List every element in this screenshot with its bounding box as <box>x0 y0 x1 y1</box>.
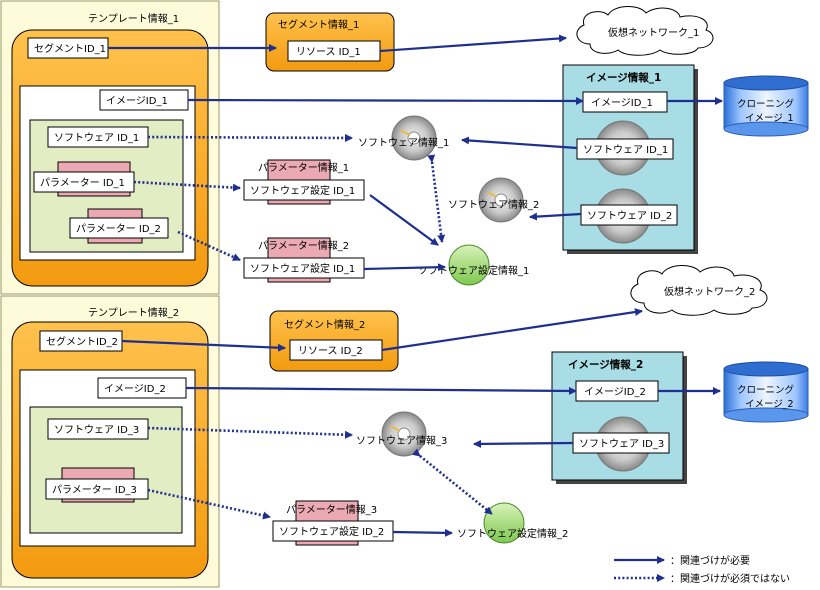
software-id-box <box>576 138 674 160</box>
template-info-2: テンプレート情報_2 セグメントID_2 イメージID_2 ソフトウェア ID_… <box>0 295 220 588</box>
link-software-info-1 <box>461 136 578 150</box>
software-id-label: ソフトウェア ID_1 <box>54 132 139 144</box>
image-id-label: イメージID_1 <box>106 96 168 107</box>
link-param-2 <box>177 230 241 262</box>
template-title: テンプレート情報_1 <box>88 12 179 25</box>
cylinder-bottom <box>723 121 809 137</box>
cloud-shape <box>630 265 768 316</box>
segment-info-1: セグメント情報_1 リソース ID_1 <box>265 12 395 72</box>
software-info-2: ソフトウェア情報_2 <box>448 177 539 223</box>
software-info-label: ソフトウェア情報_1 <box>358 136 449 149</box>
link-image-1 <box>187 96 584 105</box>
software-setting-info-1: ソフトウェア設定情報_1 <box>418 244 529 286</box>
cloning-label-line1: クローニング <box>737 384 795 396</box>
legend-optional-label: ：関連づけが必須ではない <box>670 572 790 585</box>
software-info-label: ソフトウェア情報_2 <box>448 198 539 211</box>
cloning-label-line2: イメージ_1 <box>745 113 794 124</box>
legend: ：関連づけが必要 ：関連づけが必須ではない <box>614 554 790 585</box>
link-image-2 <box>185 386 577 395</box>
param-info-title: パラメーター情報_1 <box>258 161 349 174</box>
param-info-title: パラメーター情報_2 <box>258 239 349 252</box>
cd-disc-icon <box>478 177 524 223</box>
cd-disc-icon <box>381 411 427 457</box>
optional-links <box>133 133 493 520</box>
setting-id-label: ソフトウェア設定 ID_2 <box>279 525 384 538</box>
software-id-label: ソフトウェア ID_3 <box>54 424 139 436</box>
virtual-network-1: 仮想ネットワーク_1 <box>576 6 714 56</box>
setting-id-label: ソフトウェア設定 ID_1 <box>250 184 355 197</box>
cloning-label-line2: イメージ_2 <box>745 399 794 410</box>
legend-required-label: ：関連づけが必要 <box>670 554 750 567</box>
cloning-image-1: クローニング イメージ_1 <box>723 75 809 137</box>
cloning-image-2: クローニング イメージ_2 <box>723 361 809 423</box>
image-id-label: イメージID_2 <box>584 387 646 398</box>
software-id-label: ソフトウェア ID_3 <box>579 438 664 450</box>
param-info-3: パラメーター情報_3 ソフトウェア設定 ID_2 <box>272 500 394 546</box>
segment-info-title: セグメント情報_1 <box>278 18 359 31</box>
link-setting-2 <box>392 528 453 537</box>
cylinder-top <box>723 75 809 91</box>
link-software-1 <box>147 133 353 142</box>
link-network-1 <box>379 34 567 53</box>
virtual-network-2: 仮想ネットワーク_2 <box>630 265 768 316</box>
cloud-shape <box>576 6 714 56</box>
software-info-1: ソフトウェア情報_1 <box>358 115 449 161</box>
image-info-1: イメージ情報_1 イメージID_1 ソフトウェア ID_1 ソフトウェア ID_… <box>562 64 698 254</box>
segment-id-label: セグメントID_1 <box>34 42 106 55</box>
link-segment-2 <box>121 339 286 352</box>
link-param-1 <box>133 180 241 192</box>
image-info-title: イメージ情報_2 <box>568 358 643 371</box>
setting-circle <box>483 502 525 544</box>
resource-id-label: リソース ID_1 <box>296 47 361 58</box>
cylinder-top <box>723 361 809 377</box>
setting-id-box <box>243 179 365 201</box>
software-setting-info-2: ソフトウェア設定情報_2 <box>457 502 568 544</box>
link-network-2 <box>381 308 643 352</box>
image-id-label: イメージID_2 <box>104 384 166 395</box>
cloning-label-line1: クローニング <box>737 98 795 110</box>
setting-info-label: ソフトウェア設定情報_2 <box>457 527 568 540</box>
software-info-3: ソフトウェア情報_3 <box>356 411 447 457</box>
link-setting-1a <box>369 194 439 246</box>
link-software-info-3 <box>473 439 574 448</box>
param-id-box <box>69 217 169 239</box>
param-id-label: パラメーター ID_1 <box>40 177 125 189</box>
image-info-title: イメージ情報_1 <box>586 71 661 84</box>
param-id-label: パラメーター ID_3 <box>52 484 137 496</box>
link-software-setting-1 <box>427 154 446 243</box>
setting-info-label: ソフトウェア設定情報_1 <box>418 264 529 277</box>
setting-id-box <box>272 520 394 542</box>
setting-circle <box>448 244 490 286</box>
cd-disc-icon <box>391 115 437 161</box>
param-info-title: パラメーター情報_3 <box>286 503 377 516</box>
template-title: テンプレート情報_2 <box>88 306 179 319</box>
link-software-info-2 <box>529 212 582 221</box>
setting-id-label: ソフトウェア設定 ID_1 <box>250 262 355 275</box>
param-id-box <box>45 478 149 500</box>
segment-id-label: セグメントID_2 <box>46 335 118 348</box>
resource-id-label: リソース ID_2 <box>298 346 363 357</box>
template-info-1: テンプレート情報_1 セグメントID_1 イメージID_1 ソフトウェア ID_… <box>0 0 220 295</box>
link-software-3 <box>147 426 353 439</box>
network-label: 仮想ネットワーク_2 <box>664 285 755 298</box>
param-info-2: パラメーター情報_2 ソフトウェア設定 ID_1 <box>243 237 365 283</box>
software-id-label: ソフトウェア ID_1 <box>583 144 668 156</box>
param-info-1: パラメーター情報_1 ソフトウェア設定 ID_1 <box>243 159 365 205</box>
cylinder-bottom <box>723 407 809 423</box>
segment-info-title: セグメント情報_2 <box>284 318 365 331</box>
software-id-label: ソフトウェア ID_2 <box>587 210 672 222</box>
link-setting-1b <box>363 263 446 272</box>
image-info-2: イメージ情報_2 イメージID_2 ソフトウェア ID_3 <box>551 351 687 484</box>
param-id-label: パラメーター ID_2 <box>76 223 161 235</box>
link-software-setting-2 <box>412 448 493 516</box>
image-id-label: イメージID_1 <box>591 98 653 109</box>
software-info-label: ソフトウェア情報_3 <box>356 434 447 447</box>
network-label: 仮想ネットワーク_1 <box>608 26 699 39</box>
segment-info-2: セグメント情報_2 リソース ID_2 <box>269 310 399 372</box>
required-links <box>108 34 723 537</box>
